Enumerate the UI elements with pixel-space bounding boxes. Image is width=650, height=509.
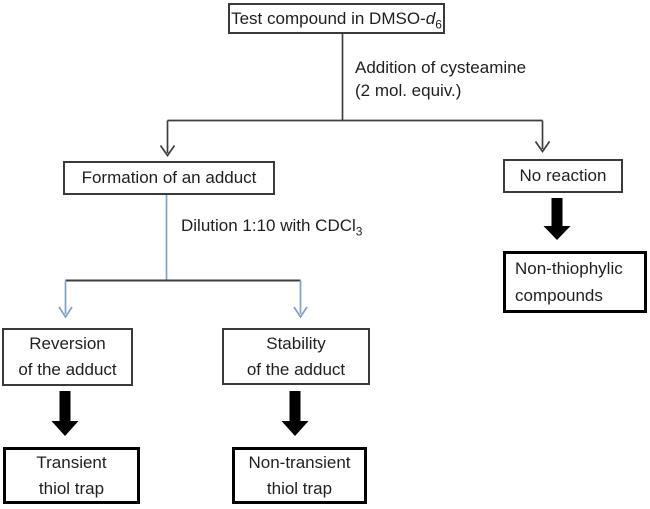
node-non-thiophylic-line2: compounds [515,286,603,305]
node-stability-line1: Stability [266,333,326,353]
block-arrows [51,198,571,436]
node-test-compound-label: Test compound in DMSO-d6 [231,6,442,32]
node-no-reaction: No reaction [503,159,623,193]
node-test-compound: Test compound in DMSO-d6 [228,3,445,34]
node-stability-adduct: Stability of the adduct [222,328,370,385]
node-non-transient-line1: Non-transient [248,452,351,472]
edge-label-dilution-sub-3: 3 [355,224,363,239]
node-no-reaction-label: No reaction [519,166,607,185]
branch-cysteamine-lines [159,34,551,157]
test-compound-text: Test compound in DMSO- [231,8,426,28]
node-non-transient-line2: thiol trap [266,478,333,498]
block-arrow-noreaction-icon [543,198,571,240]
node-reversion-line1: Reversion [29,334,106,353]
block-arrow-reversion-icon [51,391,79,436]
edge-label-cysteamine-line1: Addition of cysteamine [355,58,527,77]
edge-label-cysteamine-line2: (2 mol. equiv.) [355,81,462,100]
node-transient-trap: Transient thiol trap [3,447,140,504]
edge-label-dilution: Dilution 1:10 with CDCl3 [181,214,362,237]
arrowhead-to-noreaction-icon [534,141,551,153]
block-arrow-stability-icon [281,391,309,436]
node-reversion-line2: of the adduct [18,360,117,379]
edge-label-cysteamine: Addition of cysteamine (2 mol. equiv.) [355,56,526,102]
node-stability-line2: of the adduct [246,359,346,379]
arrowhead-to-formation-icon [159,145,176,157]
arrowhead-to-stability-icon [293,306,308,319]
node-formation-adduct-label: Formation of an adduct [81,168,257,187]
test-compound-italic-d: d [425,8,436,28]
edge-label-dilution-text: Dilution 1:10 with CDCl [181,216,356,235]
node-non-thiophylic: Non-thiophylic compounds [503,251,647,313]
node-reversion-adduct: Reversion of the adduct [2,328,133,386]
node-transient-line1: Transient [36,452,107,472]
test-compound-sub-6: 6 [435,16,442,31]
node-transient-line2: thiol trap [38,478,105,498]
arrowhead-to-reversion-icon [58,306,73,319]
node-formation-adduct: Formation of an adduct [63,161,275,195]
branch-dilution-lines [58,195,308,319]
node-non-thiophylic-line1: Non-thiophylic [515,259,623,278]
node-non-transient-trap: Non-transient thiol trap [232,447,367,504]
